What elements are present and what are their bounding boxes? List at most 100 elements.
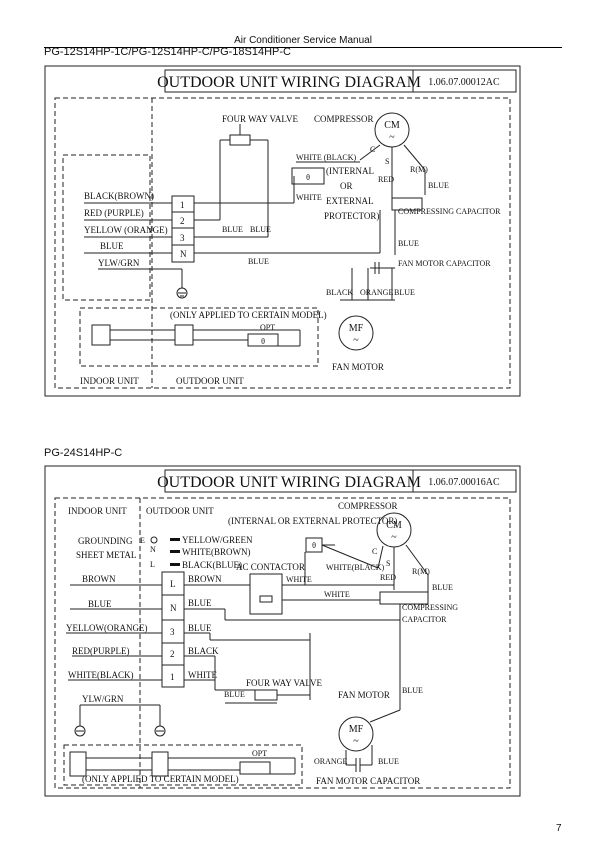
diagram1-compressing-capacitor-label: COMPRESSING CAPACITOR: [398, 207, 501, 216]
diagram1-protector-theta: θ: [306, 173, 310, 182]
diagram2-optional-box: [63, 744, 303, 786]
diagram1-fan-motor: [338, 315, 374, 351]
diagram1: OUTDOOR UNIT WIRING DIAGRAM 1.06.07.0001…: [44, 65, 521, 397]
diagram2-model-list: PG-24S14HP-C: [44, 447, 123, 459]
diagram1-mf-label: MF: [349, 323, 364, 334]
diagram2-out-brown-label: BROWN: [188, 574, 222, 584]
diagram1-terminal-3: 3: [180, 233, 185, 243]
diagram2-terminal-n: N: [170, 603, 177, 613]
diagram1-external-label: EXTERNAL: [326, 196, 374, 206]
diagram2-terminal-l: L: [170, 579, 176, 589]
diagram1-blue-label-3: BLUE: [248, 257, 269, 266]
diagram2-fwv-blue-label: BLUE: [224, 690, 245, 699]
diagram1-protector: [291, 167, 325, 185]
diagram2-terminal-3: 3: [170, 627, 175, 637]
diagram1-ground-icon: [176, 287, 188, 299]
diagram2-cm-tilde: ~: [391, 532, 397, 543]
diagram2-n-small-label: N: [150, 545, 156, 554]
diagram2-black-blue-label: BLACK(BLUE): [182, 560, 242, 570]
diagram1-terminal-rm: R(M): [410, 165, 428, 174]
diagram1-code: 1.06.07.00012AC: [428, 77, 500, 88]
diagram1-fan-motor-capacitor-label: FAN MOTOR CAPACITOR: [398, 259, 491, 268]
diagram1-indoor-unit-label: INDOOR UNIT: [80, 376, 139, 386]
diagram2-ground-icon-indoor: [74, 725, 86, 737]
diagram2-capacitor-label: CAPACITOR: [402, 615, 447, 624]
diagram1-blue-label-1: BLUE: [222, 225, 243, 234]
diagram1-wire-label-yellow-orange: YELLOW (ORANGE): [84, 225, 168, 235]
diagram2-protector-label: (INTERNAL OR EXTERNAL PROTECTOR): [228, 516, 397, 526]
diagram2-fan-motor-label: FAN MOTOR: [338, 690, 390, 700]
diagram2-opt-label: OPT: [252, 749, 267, 758]
diagram2-terminal-c: C: [372, 547, 377, 556]
diagram2-code-box: [412, 469, 517, 493]
diagram2-ground-icon-outdoor: [154, 725, 166, 737]
diagram2-out-white-label: WHITE: [188, 670, 217, 680]
diagram1-white-label: WHITE: [296, 193, 322, 202]
diagram2-frame: [44, 465, 521, 797]
diagram2-code: 1.06.07.00016AC: [428, 477, 500, 488]
diagram1-opt-sensor: [247, 333, 279, 347]
diagram1-wire-label-ylw-grn: YLW/GRN: [98, 258, 140, 268]
diagram2-four-way-valve-label: FOUR WAY VALVE: [246, 678, 323, 688]
diagram2-title: OUTDOOR UNIT WIRING DIAGRAM: [157, 474, 421, 491]
diagram2-grounding-label: GROUNDING: [78, 536, 133, 546]
diagram1-frame: [44, 65, 521, 397]
diagram1-title: OUTDOOR UNIT WIRING DIAGRAM: [157, 74, 421, 91]
diagram1-model-list: PG-12S14HP-1C/PG-12S14HP-C/PG-18S14HP-C: [44, 46, 291, 58]
diagram2-blue-label-fm: BLUE: [402, 686, 423, 695]
diagram1-opt-label: OPT: [260, 323, 275, 332]
diagram2-cm-label: CM: [386, 520, 402, 531]
diagram2-wire-label-red-purple: RED(PURPLE): [72, 646, 130, 656]
diagram1-optional-terminal-indoor: [91, 324, 111, 346]
diagram1-opt-theta: θ: [261, 337, 265, 346]
diagram1-wire-label-black-brown: BLACK(BROWN): [84, 191, 154, 201]
diagram1-terminal-1: 1: [180, 200, 185, 210]
diagram2-terminal-1: 1: [170, 672, 175, 682]
diagram2-ac-contactor-label: AC CONTACTOR: [236, 562, 305, 572]
diagram1-optional-box: [79, 307, 319, 367]
diagram2-wire-label-blue: BLUE: [88, 599, 112, 609]
diagram1-terminal-s: S: [385, 157, 389, 166]
diagram2-mf-label: MF: [349, 724, 364, 735]
diagram2-ylw-grn-label: YLW/GRN: [82, 694, 124, 704]
diagram1-optional-terminal-outdoor: [174, 324, 194, 346]
diagram2-e-label: E: [140, 536, 145, 545]
diagram1-wire-label-red-purple: RED (PURPLE): [84, 208, 144, 218]
diagram1-blue-label-4: BLUE: [428, 181, 449, 190]
diagram2-terminal-rm: R(M): [412, 567, 430, 576]
diagram2-terminal-s: S: [386, 559, 390, 568]
diagram2-wire-label-white-black: WHITE(BLACK): [68, 670, 133, 680]
diagram1-compressor-label: COMPRESSOR: [314, 114, 374, 124]
diagram2-mf-tilde: ~: [353, 736, 359, 747]
diagram1-wire-label-blue: BLUE: [100, 241, 124, 251]
diagram1-protector-label: PROTECTOR): [324, 211, 379, 221]
diagram1-code-box: [412, 69, 517, 93]
diagram2-red-label: RED: [380, 573, 396, 582]
diagram1-cm-tilde: ~: [389, 132, 395, 143]
diagram2-indoor-unit-label: INDOOR UNIT: [68, 506, 127, 516]
diagram2-protector-theta: θ: [312, 541, 316, 550]
diagram2-out-blue-label-2: BLUE: [188, 623, 212, 633]
diagram2-outdoor-outline: [54, 497, 511, 789]
diagram2-orange-label: ORANGE: [314, 757, 347, 766]
diagram1-orange-label: ORANGE: [360, 288, 393, 297]
diagram1-cm-label: CM: [384, 120, 400, 131]
diagram1-terminal-n: N: [180, 249, 187, 259]
diagram1-blue-label-2: BLUE: [250, 225, 271, 234]
diagram1-four-way-valve-coil: [229, 134, 251, 146]
diagram1-internal-label: (INTERNAL: [326, 166, 374, 176]
diagram1-white-black-label: WHITE (BLACK): [296, 153, 357, 162]
page-number: 7: [556, 823, 562, 834]
diagram2-compressing-capacitor: [379, 591, 429, 605]
diagram1-outdoor-outline: [54, 97, 511, 389]
diagram2-optional-terminal-indoor: [69, 751, 87, 777]
diagram2-fm-blue-label: BLUE: [378, 757, 399, 766]
diagram2-opt-sensor: [239, 761, 271, 775]
diagram2-white-label-2: WHITE: [324, 590, 350, 599]
diagram2-wire-label-yellow-orange: YELLOW(ORANGE): [66, 623, 147, 633]
diagram2-terminal-block: [161, 571, 185, 688]
diagram2-only-applied-label: (ONLY APPLIED TO CERTAIN MODEL): [82, 774, 239, 784]
diagram2-terminal-2: 2: [170, 649, 175, 659]
diagram2-compressing-label: COMPRESSING: [402, 603, 458, 612]
